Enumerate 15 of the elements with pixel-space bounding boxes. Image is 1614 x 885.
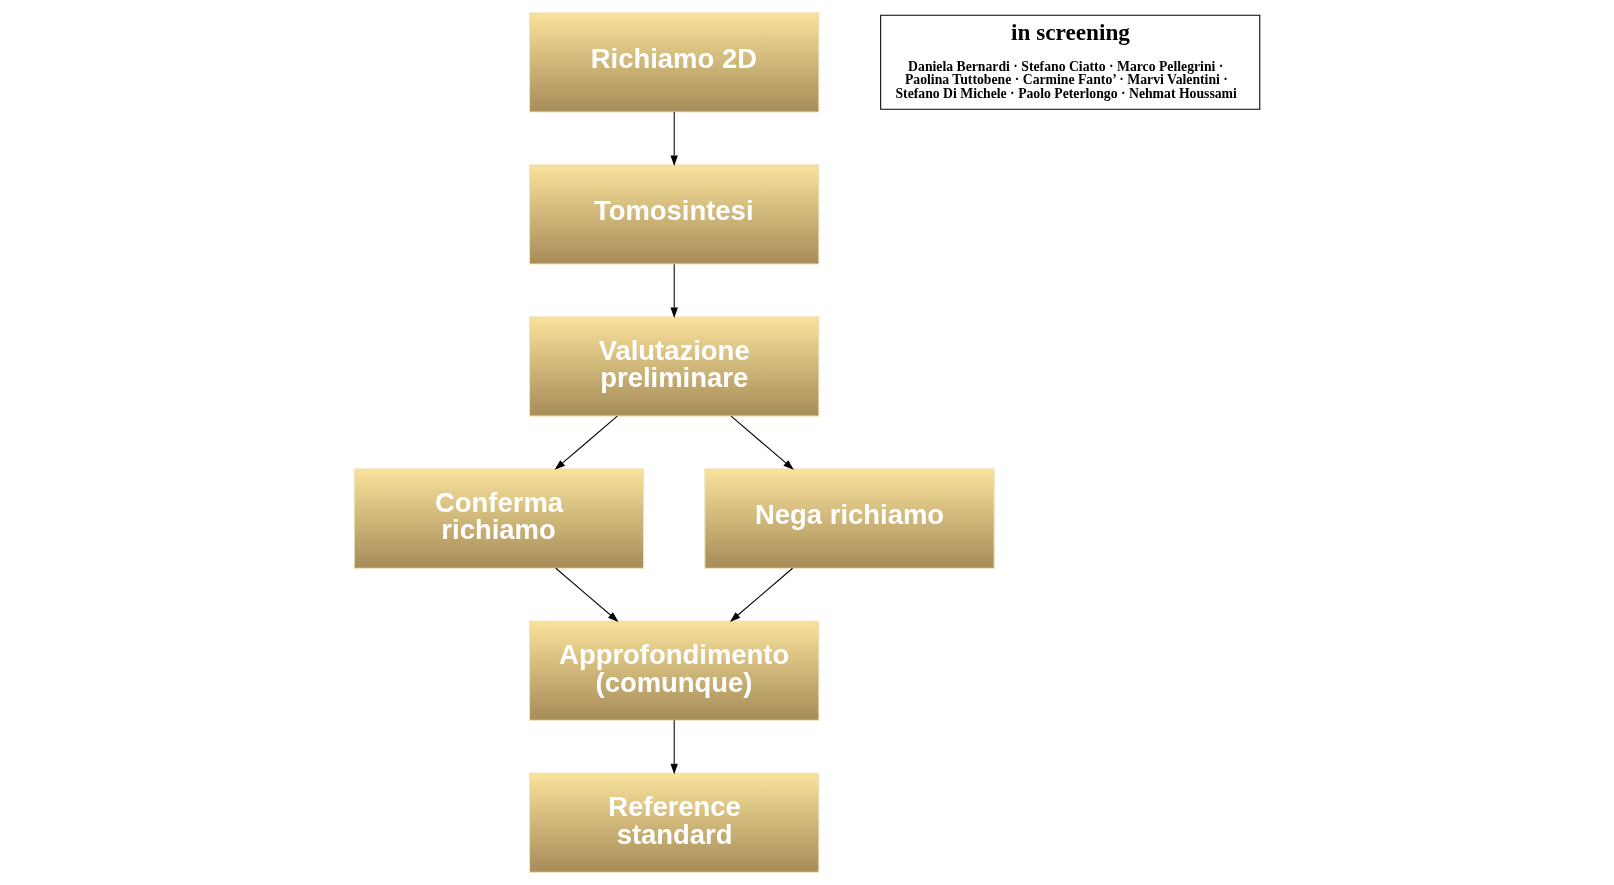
arrow: [555, 567, 619, 622]
node-box: Nega richiamo: [704, 468, 995, 569]
node-box: Conferma richiamo: [353, 468, 645, 569]
node-box: in screening Daniela Bernardi · Stefano Ciatto · Marco Pellegrini · Paolina Tuttobene · Carmine Fanto’ · Marvi Valentini · Stefano Di Michele · Paolo Peterlongo · Nehmat Houssami: [880, 14, 1261, 110]
arrow: [670, 263, 678, 319]
arrow: [670, 719, 678, 775]
node-box: Valutazione preliminare: [529, 316, 820, 417]
arrow: [729, 567, 794, 622]
node-box: Richiamo 2D: [529, 12, 820, 113]
node-box: Reference standard: [529, 772, 820, 873]
node-box: Tomosintesi: [529, 164, 820, 265]
arrow: [730, 415, 794, 470]
node-box: Approfondimento (comunque): [529, 620, 820, 721]
arrow: [670, 111, 678, 166]
arrow: [554, 415, 618, 470]
